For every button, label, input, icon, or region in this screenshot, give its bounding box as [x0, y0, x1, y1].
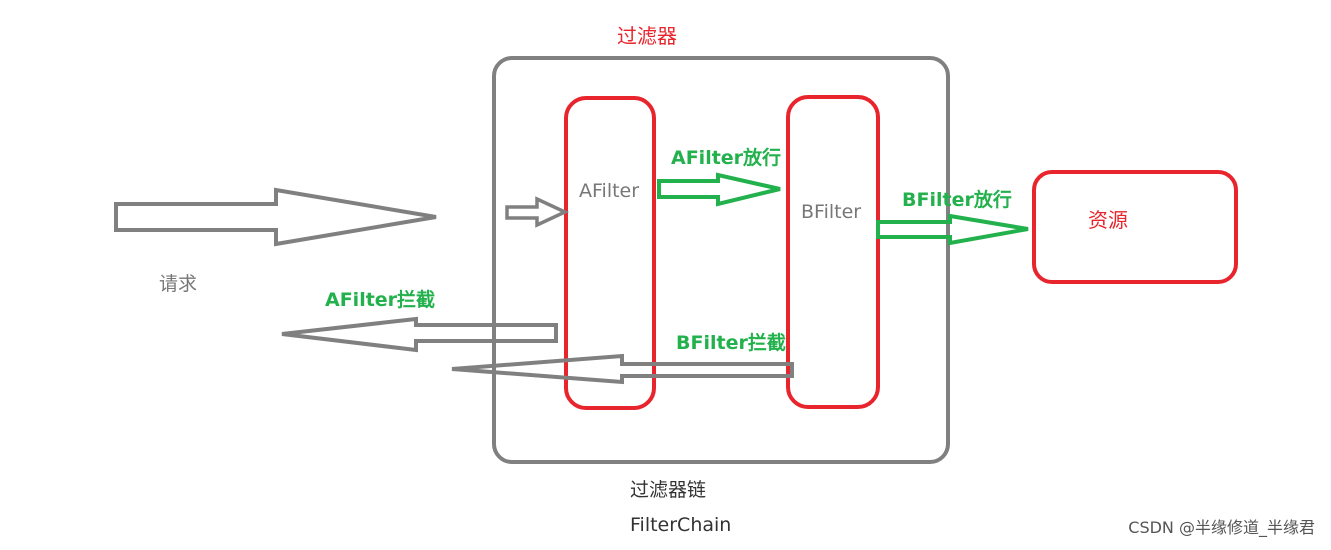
afilter-block-label: AFilter拦截 — [325, 288, 435, 311]
chain-sublabel: FilterChain — [630, 514, 731, 536]
chain-entry-arrow — [505, 196, 570, 228]
afilter-box — [564, 96, 656, 410]
bfilter-box — [786, 95, 880, 409]
chain-label: 过滤器链 — [630, 479, 706, 501]
resource-box — [1032, 170, 1238, 284]
request-label: 请求 — [159, 273, 197, 295]
afilter-pass-arrow — [657, 172, 781, 207]
request-arrow — [114, 187, 437, 247]
afilter-pass-label: AFilter放行 — [671, 146, 781, 169]
bfilter-block-arrow — [451, 353, 794, 385]
afilter-block-arrow — [281, 316, 558, 353]
bfilter-pass-arrow — [876, 213, 1029, 246]
bfilter-block-label: BFilter拦截 — [676, 331, 786, 354]
resource-label: 资源 — [1088, 208, 1128, 232]
afilter-label: AFilter — [579, 180, 639, 202]
bfilter-label: BFilter — [801, 201, 861, 223]
filter-chain-box — [492, 56, 950, 464]
diagram-title: 过滤器 — [617, 24, 677, 48]
bfilter-pass-label: BFilter放行 — [902, 188, 1012, 211]
watermark: CSDN @半缘修道_半缘君 — [1128, 518, 1315, 537]
